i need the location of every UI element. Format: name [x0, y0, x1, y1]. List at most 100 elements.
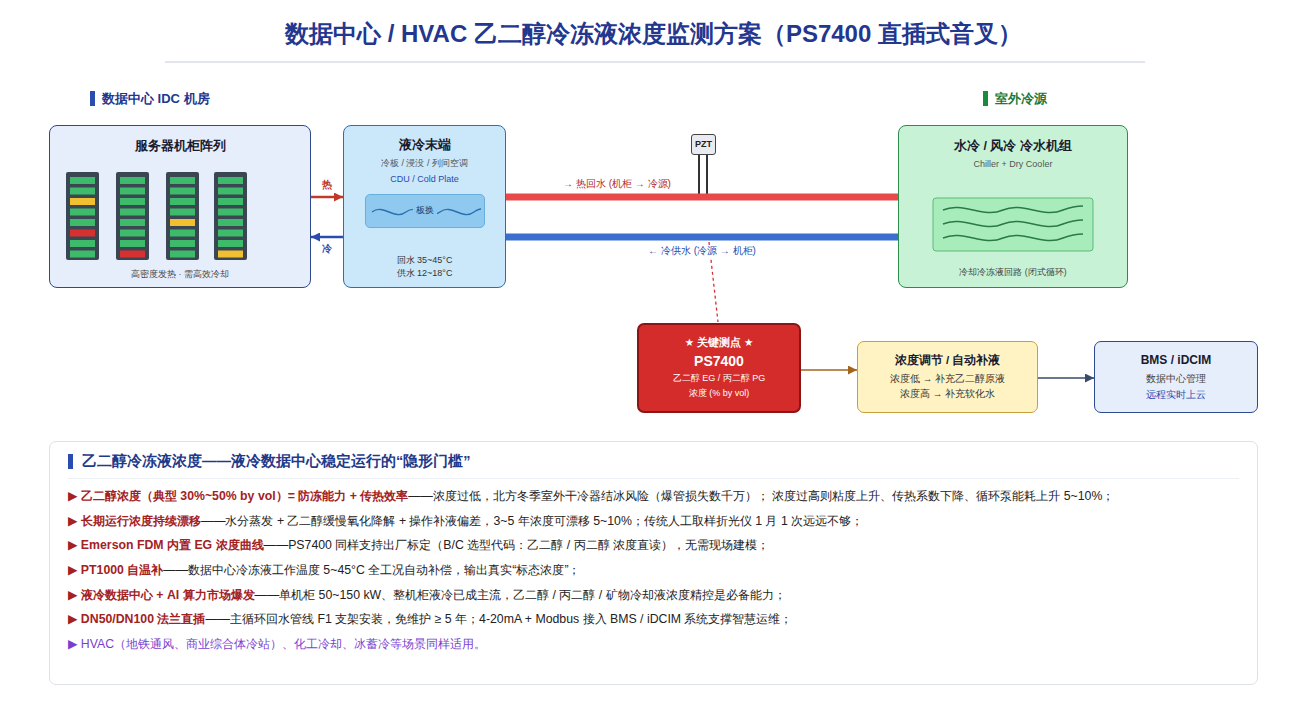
cold-supply-pipe — [506, 234, 898, 241]
section-label: 室外冷源 — [995, 90, 1047, 108]
section-bar — [90, 91, 95, 106]
server-slot — [170, 177, 195, 184]
probe-rod — [698, 155, 700, 196]
bullet-key: ▶ PT1000 自温补 — [68, 563, 163, 577]
plate-exchanger-box: 板换 — [365, 194, 485, 228]
server-slot — [70, 251, 95, 258]
server-slot — [120, 177, 145, 184]
section-bar — [983, 91, 988, 106]
server-slot — [70, 240, 95, 247]
server-rack — [116, 172, 149, 260]
box-text: 远程实时上云 — [1146, 389, 1206, 401]
coil-line — [943, 206, 1083, 213]
server-slot — [218, 188, 243, 195]
connector-label: ← 冷供水 (冷源 → 机柜) — [645, 245, 759, 257]
server-slot — [70, 188, 95, 195]
server-slot — [170, 188, 195, 195]
box-text: 冷板 / 浸没 / 列间空调 — [381, 158, 468, 170]
server-slot — [70, 198, 95, 205]
bullet-row: ▶ 液冷数据中心 + AI 算力市场爆发——单机柜 50~150 kW、整机柜液… — [68, 586, 1239, 606]
server-rack — [66, 172, 99, 260]
server-slot — [120, 230, 145, 237]
bullet-key: ▶ Emerson FDM 内置 EG 浓度曲线 — [68, 538, 264, 552]
server-slot — [170, 198, 195, 205]
page-title: 数据中心 / HVAC 乙二醇冷冻液浓度监测方案（PS7400 直插式音叉） — [0, 18, 1307, 50]
server-slot — [218, 251, 243, 258]
scope-note: ▶ HVAC（地铁通风、商业综合体冷站）、化工冷却、冰蓄冷等场景同样适用。 — [68, 637, 486, 651]
server-slot — [120, 219, 145, 226]
box-text: 浓度高 → 补充软化水 — [872, 388, 1023, 400]
bullet-key: ▶ 液冷数据中心 + AI 算力市场爆发 — [68, 588, 255, 602]
box-text: 冷却冷冻液回路 (闭式循环) — [959, 267, 1066, 278]
server-slot — [120, 251, 145, 258]
server-slot — [218, 198, 243, 205]
box-title: 板换 — [413, 205, 437, 217]
box-text: 数据中心管理 — [1146, 373, 1206, 385]
box-text: 高密度发热 · 需高效冷却 — [131, 269, 229, 280]
bullet-key: ▶ DN50/DN100 法兰直插 — [68, 612, 205, 626]
box-text: 浓度低 → 补充乙二醇原液 — [872, 373, 1023, 385]
panel-heading: 乙二醇冷冻液浓度——液冷数据中心稳定运行的“隐形门槛” — [82, 452, 471, 471]
server-slot — [170, 219, 195, 226]
rack-array-box: 服务器机柜阵列高密度发热 · 需高效冷却 — [49, 125, 311, 288]
server-slot — [120, 188, 145, 195]
server-slot — [70, 209, 95, 216]
server-slot — [120, 198, 145, 205]
bullet-body: ——主循环回水管线 F1 支架安装，免维护 ≥ 5 年；4-20mA + Mod… — [205, 612, 792, 626]
server-slot — [70, 230, 95, 237]
bullet-key: ▶ 乙二醇浓度（典型 30%~50% by vol）= 防冻能力 + 传热效率 — [68, 489, 408, 503]
box-title: BMS / iDCIM — [1141, 353, 1212, 369]
probe-rod — [706, 155, 708, 196]
box-text: 乙二醇 EG / 丙二醇 PG — [673, 373, 766, 385]
bullet-row: ▶ HVAC（地铁通风、商业综合体冷站）、化工冷却、冰蓄冷等场景同样适用。 — [68, 635, 1239, 655]
coil-housing — [933, 198, 1093, 251]
bullet-row: ▶ Emerson FDM 内置 EG 浓度曲线——PS7400 同样支持出厂标… — [68, 536, 1239, 556]
bullet-body: ——PS7400 同样支持出厂标定（B/C 选型代码：乙二醇 / 丙二醇 浓度直… — [264, 538, 769, 552]
box-title: 水冷 / 风冷 冷水机组 — [954, 138, 1072, 154]
dosing-box: 浓度调节 / 自动补液浓度低 → 补充乙二醇原液浓度高 → 补充软化水 — [857, 341, 1038, 413]
hot-return-pipe — [506, 194, 898, 201]
server-slot — [120, 240, 145, 247]
box-text: 供水 12~18°C — [397, 268, 453, 280]
server-slot — [70, 219, 95, 226]
box-text: CDU / Cold Plate — [390, 174, 459, 186]
panel-heading-row: 乙二醇冷冻液浓度——液冷数据中心稳定运行的“隐形门槛” — [68, 452, 1239, 479]
server-slot — [170, 240, 195, 247]
bullet-key: ▶ 长期运行浓度持续漂移 — [68, 514, 201, 528]
server-slot — [218, 219, 243, 226]
chiller-box: 水冷 / 风冷 冷水机组 Chiller + Dry Cooler 冷却冷冻液回路 … — [898, 125, 1128, 288]
server-slot — [170, 230, 195, 237]
bullet-body: ——数据中心冷冻液工作温度 5~45°C 全工况自动补偿，输出真实“标态浓度”； — [163, 563, 580, 577]
bullet-row: ▶ PT1000 自温补——数据中心冷冻液工作温度 5~45°C 全工况自动补偿… — [68, 561, 1239, 581]
bullet-body: ——水分蒸发 + 乙二醇缓慢氧化降解 + 操作补液偏差，3~5 年浓度可漂移 5… — [201, 514, 863, 528]
box-text: PS7400 — [694, 352, 744, 370]
box-title: 服务器机柜阵列 — [135, 138, 226, 154]
bullet-row: ▶ 长期运行浓度持续漂移——水分蒸发 + 乙二醇缓慢氧化降解 + 操作补液偏差，… — [68, 512, 1239, 532]
wave-line — [372, 209, 481, 215]
bullet-body: ——浓度过低，北方冬季室外干冷器结冰风险（爆管损失数千万）； 浓度过高则粘度上升… — [408, 489, 1114, 503]
notes-panel: 乙二醇冷冻液浓度——液冷数据中心稳定运行的“隐形门槛” ▶ 乙二醇浓度（典型 30… — [49, 441, 1258, 685]
server-slot — [170, 251, 195, 258]
box-title: 浓度调节 / 自动补液 — [872, 353, 1023, 368]
box-title: ★ 关键测点 ★ — [685, 336, 754, 350]
connector-label: → 热回水 (机柜 → 冷源) — [560, 178, 674, 190]
heat-arrow — [311, 196, 343, 199]
connector-label: 冷 — [319, 243, 335, 255]
box-title: PZT — [695, 139, 712, 151]
server-rack — [214, 172, 247, 260]
cold-arrow — [311, 236, 343, 239]
server-rack — [166, 172, 199, 260]
sensor-tag: PZT — [691, 134, 716, 155]
box-text: 浓度 (% by vol) — [689, 388, 750, 400]
server-slot — [218, 230, 243, 237]
server-slot — [170, 209, 195, 216]
box-text: 回水 35~45°C — [397, 255, 453, 267]
box-title: 液冷末端 — [399, 137, 451, 154]
box-text: Chiller + Dry Cooler — [974, 159, 1053, 171]
signal-arrow — [801, 369, 857, 371]
bullet-body: ——单机柜 50~150 kW、整机柜液冷已成主流，乙二醇 / 丙二醇 / 矿物… — [255, 588, 786, 602]
coil-line — [943, 234, 1083, 241]
server-slot — [218, 240, 243, 247]
bullet-row: ▶ DN50/DN100 法兰直插——主循环回水管线 F1 支架安装，免维护 ≥… — [68, 610, 1239, 630]
key-sensor-box: ★ 关键测点 ★ PS7400 乙二醇 EG / 丙二醇 PG 浓度 (% by vo… — [637, 323, 801, 413]
